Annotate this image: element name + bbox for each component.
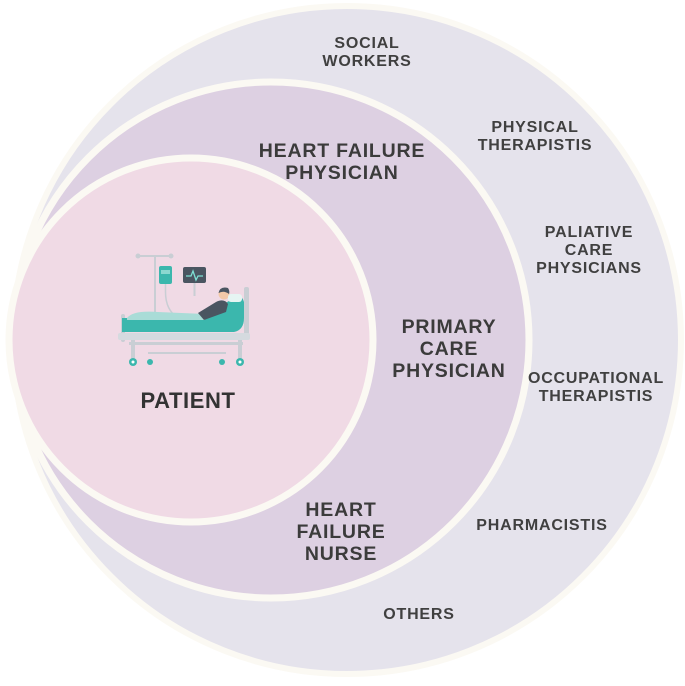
label-line: PRIMARY bbox=[401, 316, 497, 338]
label-line: OTHERS bbox=[383, 606, 455, 623]
label-line: THERAPISTIS bbox=[477, 136, 593, 154]
occupational-therapists-label: OCCUPATIONAL THERAPISTIS bbox=[528, 370, 664, 406]
label-line: WORKERS bbox=[322, 52, 412, 70]
label-line: HEART bbox=[305, 499, 377, 521]
label-line: PHARMACISTIS bbox=[476, 517, 608, 534]
heart-failure-nurse-label: HEART FAILURE NURSE bbox=[296, 499, 386, 565]
label-line: CARE bbox=[419, 337, 479, 360]
hospital-bed-patient-icon bbox=[118, 253, 250, 366]
heart-failure-physician-label: HEART FAILURE PHYSICIAN bbox=[258, 140, 426, 185]
label-line: PHYSICIAN bbox=[392, 359, 506, 382]
label-line: NURSE bbox=[304, 542, 378, 565]
palliative-care-physicians-label: PALIATIVE CARE PHYSICIANS bbox=[536, 224, 642, 278]
label-line: THERAPISTIS bbox=[538, 387, 654, 405]
label-line: PHYSICIANS bbox=[536, 259, 642, 277]
label-line: HEART FAILURE bbox=[258, 140, 426, 162]
label-line: SOCIAL bbox=[334, 35, 400, 52]
primary-care-physician-label: PRIMARY CARE PHYSICIAN bbox=[392, 316, 506, 382]
pharmacists-label: PHARMACISTIS bbox=[476, 517, 607, 535]
physical-therapists-label: PHYSICAL THERAPISTIS bbox=[478, 119, 593, 155]
social-workers-label: SOCIAL WORKERS bbox=[322, 35, 411, 71]
others-label: OTHERS bbox=[383, 606, 454, 624]
label-line: PHYSICIAN bbox=[285, 161, 399, 184]
label-line: FAILURE bbox=[296, 520, 386, 543]
label-line: OCCUPATIONAL bbox=[527, 370, 665, 387]
label-line: PHYSICAL bbox=[491, 119, 579, 136]
label-line: PALIATIVE bbox=[544, 224, 634, 241]
patient-label: PATIENT bbox=[140, 388, 236, 413]
label-line: CARE bbox=[564, 241, 614, 259]
